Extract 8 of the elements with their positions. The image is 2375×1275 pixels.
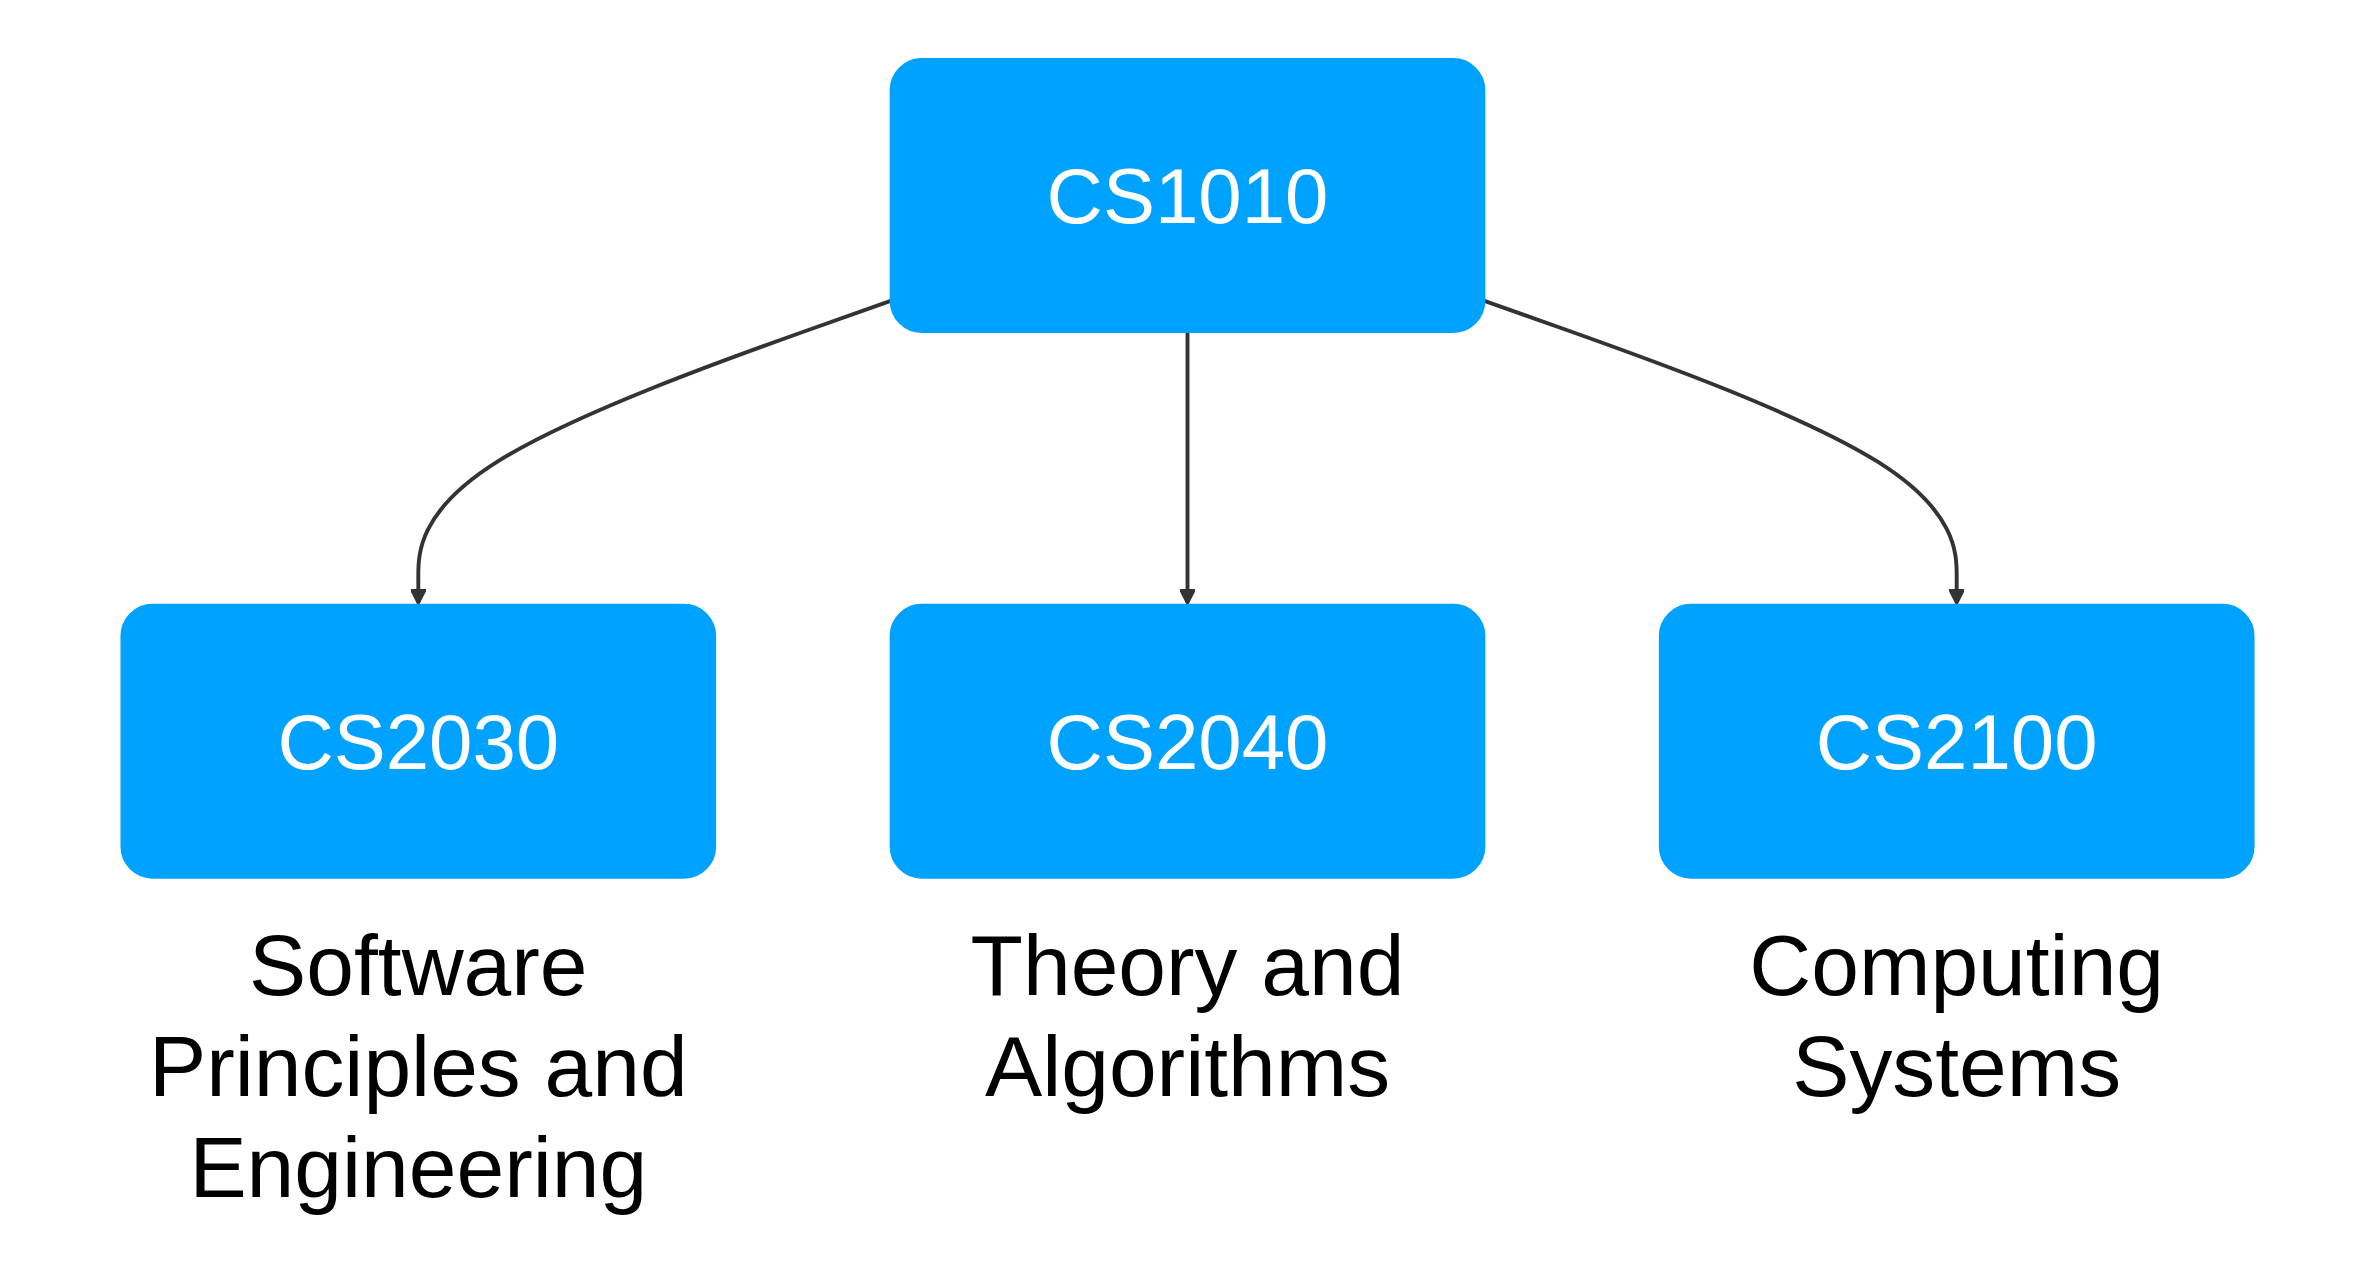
node-caption: Theory and Algorithms [970, 916, 1405, 1115]
node-box: CS2100 [1658, 603, 2255, 879]
node-caption: Computing Systems [1749, 916, 2165, 1115]
node-box: CS2030 [120, 603, 717, 879]
arrow [1178, 331, 1197, 606]
node-box: CS1010 [889, 58, 1486, 333]
node-caption: Software Principles and Engineering [148, 916, 688, 1216]
node-box: CS2040 [889, 603, 1486, 879]
